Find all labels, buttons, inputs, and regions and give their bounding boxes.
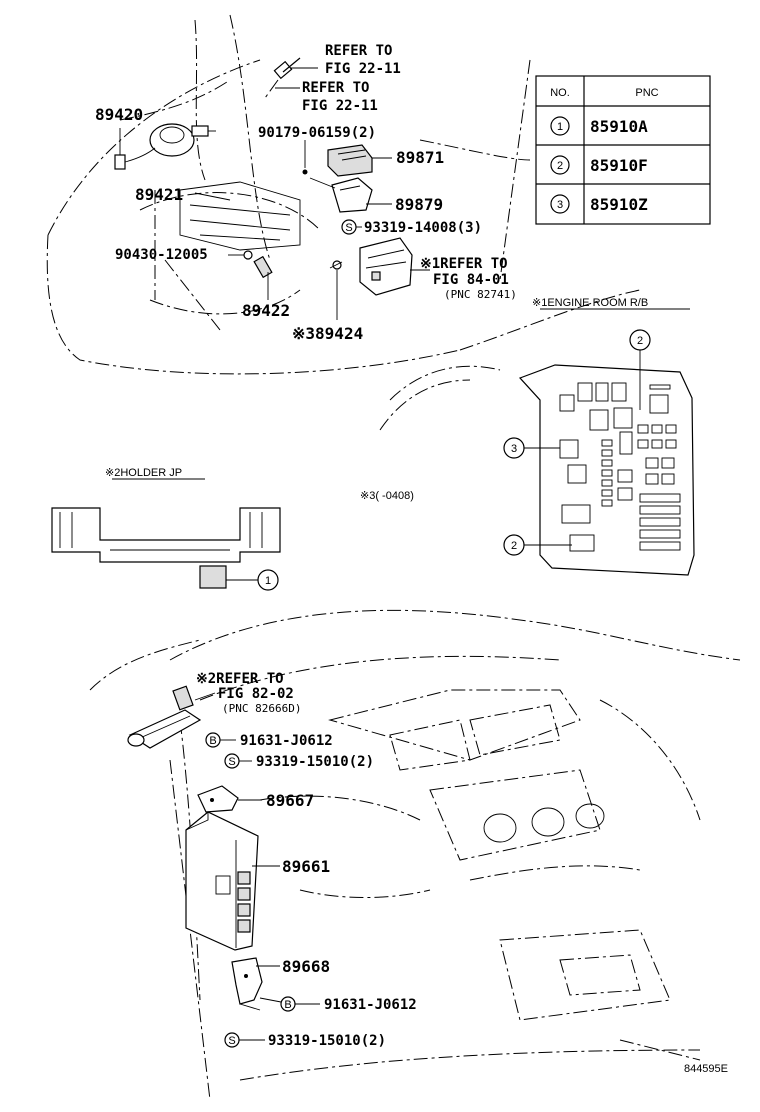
- connector-82-02: [127, 685, 216, 749]
- label-89668: 89668: [282, 957, 330, 976]
- label-89424: ※389424: [292, 324, 363, 343]
- refer-label-2a: REFER TO: [302, 80, 369, 96]
- refer-label-1b: FIG 22-11: [325, 61, 401, 77]
- fuse-grid: [559, 382, 681, 552]
- clip-part-top: [264, 57, 318, 99]
- callout-2-top: 2: [637, 335, 643, 347]
- svg-text:S: S: [228, 756, 235, 768]
- svg-text:B: B: [284, 999, 291, 1011]
- relay-box-84-01: [359, 237, 430, 296]
- figure-id: 844595E: [684, 1063, 728, 1075]
- ecu-box-89661: [185, 811, 280, 951]
- sensor-89420: [114, 123, 216, 170]
- table-row-pnc-2: 85910F: [590, 156, 648, 175]
- screw-marker-s-2: S: [224, 753, 252, 769]
- table-header-no: NO.: [550, 87, 570, 99]
- table-row-no-2: 2: [557, 160, 563, 172]
- table-row-pnc-3: 85910Z: [590, 195, 648, 214]
- refer-label-1a: REFER TO: [325, 43, 392, 59]
- engine-room-rb: ※1ENGINE ROOM R/B: [503, 297, 695, 576]
- sensor-89424: [329, 260, 343, 320]
- refer-label-2b: FIG 22-11: [302, 98, 378, 114]
- table-row-no-1: 1: [557, 121, 563, 133]
- refer-label-4c: (PNC 82666D): [222, 702, 301, 715]
- callout-3: 3: [511, 443, 517, 455]
- engine-bay-outline: [46, 14, 641, 431]
- relay-89871: [327, 144, 392, 177]
- dashboard-outline: [89, 609, 741, 1101]
- refer-label-3b: FIG 84-01: [433, 272, 509, 288]
- table-header-pnc: PNC: [635, 87, 658, 99]
- svg-text:S: S: [345, 222, 352, 234]
- label-90430: 90430-12005: [115, 247, 208, 263]
- label-89420: 89420: [95, 105, 143, 124]
- pnc-table: NO. PNC 1 85910A 2 85910F 3 85910Z: [535, 75, 711, 225]
- bracket-89668: [231, 957, 280, 1011]
- sensor-89422: [253, 255, 273, 300]
- label-93319-b: 93319-15010(2): [256, 754, 374, 770]
- lower-labels: ※2REFER TO FIG 82-02 (PNC 82666D) 91631-…: [196, 671, 728, 1075]
- bolt-marker-b-2: B: [259, 996, 320, 1012]
- label-90179: 90179-06159(2): [258, 125, 376, 141]
- refer-label-4b: FIG 82-02: [218, 686, 294, 702]
- engine-rb-label: ※1ENGINE ROOM R/B: [532, 297, 648, 309]
- top-labels: REFER TO FIG 22-11 REFER TO FIG 22-11 89…: [95, 43, 517, 343]
- svg-text:B: B: [209, 735, 216, 747]
- screw-marker-s-3: S: [224, 1032, 265, 1048]
- label-93319-c: 93319-15010(2): [268, 1033, 386, 1049]
- gasket-90430: [228, 250, 253, 260]
- callout-1: 1: [265, 575, 271, 587]
- bracket-89667: [197, 785, 262, 813]
- bolt-marker-b-1: B: [205, 732, 236, 748]
- refer-label-3a: ※1REFER TO: [420, 256, 508, 272]
- note-3-label: ※3( -0408): [360, 490, 414, 502]
- refer-label-4a: ※2REFER TO: [196, 671, 284, 687]
- refer-label-3c: (PNC 82741): [444, 288, 517, 301]
- bracket-89879: [309, 177, 392, 213]
- table-row-no-3: 3: [557, 199, 563, 211]
- bolt-90179: [302, 140, 308, 175]
- screw-marker-s-1: S: [341, 219, 362, 235]
- table-row-pnc-1: 85910A: [590, 117, 648, 136]
- svg-text:S: S: [228, 1035, 235, 1047]
- label-89667: 89667: [266, 791, 314, 810]
- callout-2-bottom: 2: [511, 540, 517, 552]
- label-89421: 89421: [135, 185, 183, 204]
- label-91631-b: 91631-J0612: [324, 997, 417, 1013]
- holder-label: ※2HOLDER JP: [105, 467, 182, 479]
- label-89879: 89879: [395, 195, 443, 214]
- label-89661: 89661: [282, 857, 330, 876]
- label-89871: 89871: [396, 148, 444, 167]
- label-93319-a: 93319-14008(3): [364, 220, 482, 236]
- holder-jp: ※2HOLDER JP 1 ※3( -0408): [51, 467, 414, 591]
- label-91631-a: 91631-J0612: [240, 733, 333, 749]
- label-89422: 89422: [242, 301, 290, 320]
- ecu-area-89421: [154, 181, 301, 331]
